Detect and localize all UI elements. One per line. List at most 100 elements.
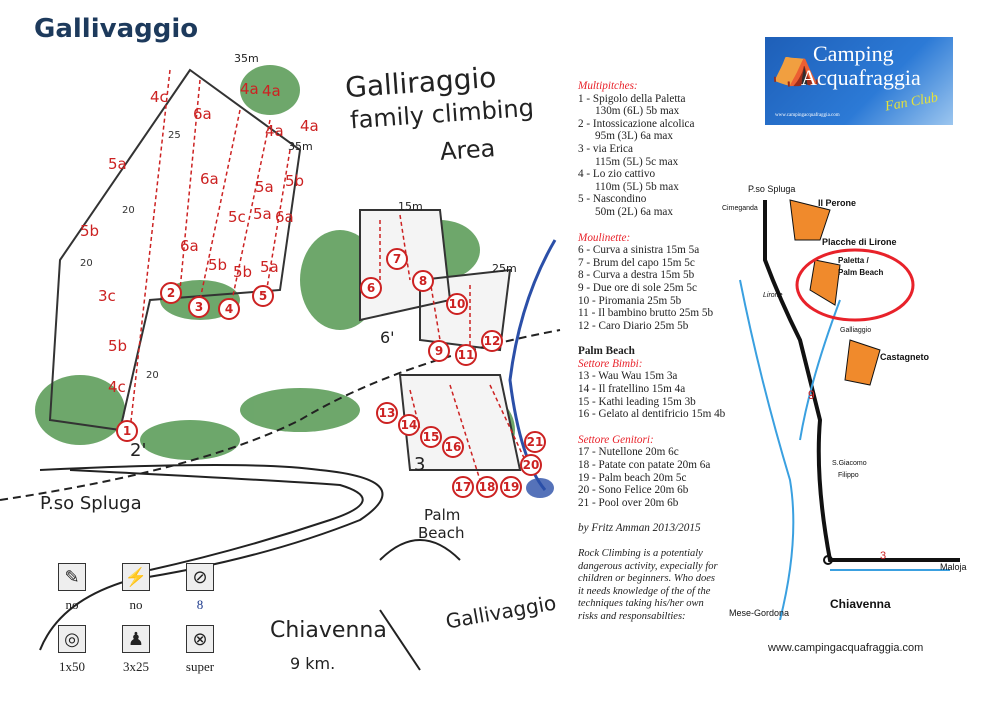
- route-marker: 3: [188, 296, 210, 318]
- grade-label: 4a: [240, 80, 259, 98]
- route-item: 15 - Kathi leading 15m 3b: [578, 395, 696, 408]
- map-label: Chiavenna: [830, 597, 891, 611]
- route-marker: 8: [412, 270, 434, 292]
- disclaimer: Rock Climbing is a potentialy dangerous …: [578, 548, 718, 622]
- route-marker: 11: [455, 344, 477, 366]
- grade-label: 5b: [208, 256, 228, 274]
- logo-text: Acquafraggia: [801, 65, 921, 90]
- logo-url: www.campingacquafraggia.com: [775, 113, 840, 118]
- tent-icon: ⛺: [771, 42, 821, 87]
- grade-label: 4a: [262, 82, 281, 100]
- legend-label: super: [185, 659, 215, 674]
- grade-label: 5a: [260, 258, 279, 276]
- route-marker: 7: [386, 248, 408, 270]
- section-heading: Moulinette:: [578, 231, 631, 244]
- road-label-spluga: P.so Spluga: [40, 493, 142, 514]
- route-marker: 2: [160, 282, 182, 304]
- abseil-icon: ♟: [122, 625, 150, 653]
- grade-label: 6a: [193, 105, 212, 123]
- legend-label: 3x25: [123, 659, 149, 674]
- map-label: S.Giacomo: [832, 460, 867, 467]
- route-item: 16 - Gelato al dentifricio 15m 4b: [578, 408, 726, 421]
- quickdraw-icon: ✎: [58, 563, 86, 591]
- grade-label: 5b: [285, 172, 305, 190]
- route-marker: 21: [524, 431, 546, 453]
- map-label: Filippo: [838, 472, 859, 479]
- grade-label: 20: [80, 258, 93, 269]
- route-item: 21 - Pool over 20m 6b: [578, 496, 679, 509]
- route-item: 8 - Curva a destra 15m 5b: [578, 269, 695, 282]
- route-marker: 19: [500, 476, 522, 498]
- route-marker: 16: [442, 436, 464, 458]
- grade-label: 6a: [200, 170, 219, 188]
- route-info: 130m (6L) 5b max: [595, 105, 680, 118]
- route-marker: 12: [481, 330, 503, 352]
- route-info: 110m (5L) 5b max: [595, 180, 679, 193]
- route-marker: 6: [360, 277, 382, 299]
- legend-label: no: [129, 597, 143, 612]
- map-label: Mese-Gordona: [729, 608, 790, 618]
- palm-beach-label-2: Beach: [418, 524, 465, 542]
- grade-label: 5a: [108, 155, 127, 173]
- route-name: 1 - Spigolo della Paletta: [578, 92, 686, 105]
- length-label: 15m: [398, 200, 423, 213]
- route-name: 4 - Lo zio cattivo: [578, 168, 656, 181]
- map-label: Galliaggio: [840, 327, 872, 334]
- route-item: 11 - Il bambino brutto 25m 5b: [578, 307, 714, 320]
- anchor-icon: ⊗: [186, 625, 214, 653]
- map-label: Paletta /: [838, 256, 869, 265]
- legend-label: no: [65, 597, 79, 612]
- grade-label: 5a: [253, 205, 272, 223]
- grade-label: 20: [122, 205, 135, 216]
- palm-beach-label-1: Palm: [424, 506, 461, 524]
- route-info: 50m (2L) 6a max: [595, 205, 673, 218]
- route-info: 95m (3L) 6a max: [595, 130, 673, 143]
- route-item: 9 - Due ore di sole 25m 5c: [578, 281, 697, 294]
- route-marker: 1: [116, 420, 138, 442]
- walk-time: 2': [130, 440, 147, 461]
- route-name: 3 - via Erica: [578, 142, 633, 155]
- legend-label: 1x50: [59, 659, 85, 674]
- grade-label: 6a: [275, 208, 294, 226]
- map-label: Castagneto: [880, 352, 930, 362]
- map-label: Cimeganda: [722, 205, 758, 212]
- carabiner-icon: ⊘: [186, 563, 214, 591]
- sketch-heading-3: Area: [439, 134, 497, 166]
- route-marker: 17: [452, 476, 474, 498]
- grade-label: 3c: [98, 287, 116, 305]
- grade-label: 25: [168, 130, 181, 141]
- length-label: 35m: [234, 52, 259, 65]
- route-marker: 15: [420, 426, 442, 448]
- section-heading: Palm Beach: [578, 345, 635, 358]
- length-label: 25m: [492, 262, 517, 275]
- route-marker: 4: [218, 298, 240, 320]
- grade-label: 5b: [80, 222, 100, 240]
- author-credit: by Fritz Amman 2013/2015: [578, 522, 701, 535]
- rope-icon: ◎: [58, 625, 86, 653]
- route-item: 20 - Sono Felice 20m 6b: [578, 484, 689, 497]
- road-number: 9: [808, 388, 815, 402]
- grade-label: 20: [146, 370, 159, 381]
- route-marker: 13: [376, 402, 398, 424]
- footer-url[interactable]: www.campingacquafraggia.com: [768, 642, 924, 654]
- route-item: 12 - Caro Diario 25m 5b: [578, 319, 689, 332]
- route-item: 14 - Il fratellino 15m 4a: [578, 383, 686, 396]
- route-item: 13 - Wau Wau 15m 3a: [578, 370, 678, 383]
- subsection-heading: Settore Bimbi:: [578, 357, 643, 370]
- legend-label: 8: [196, 597, 204, 612]
- route-item: 6 - Curva a sinistra 15m 5a: [578, 244, 700, 257]
- road-number: 3: [880, 550, 887, 562]
- map-label: Palm Beach: [838, 268, 884, 277]
- section-heading: Multipitches:: [578, 80, 638, 92]
- map-label: Il Perone: [818, 198, 857, 208]
- route-marker: 20: [520, 454, 542, 476]
- route-item: 7 - Brum del capo 15m 5c: [578, 256, 695, 269]
- route-name: 5 - Nascondino: [578, 193, 647, 206]
- route-marker: 14: [398, 414, 420, 436]
- map-label: P.so Spluga: [748, 184, 796, 194]
- route-item: 17 - Nutellone 20m 6c: [578, 446, 679, 459]
- grade-label: 5b: [108, 337, 128, 355]
- grade-label: 4c: [108, 378, 126, 396]
- overview-map: [739, 199, 960, 620]
- grade-label: 5c: [228, 208, 246, 226]
